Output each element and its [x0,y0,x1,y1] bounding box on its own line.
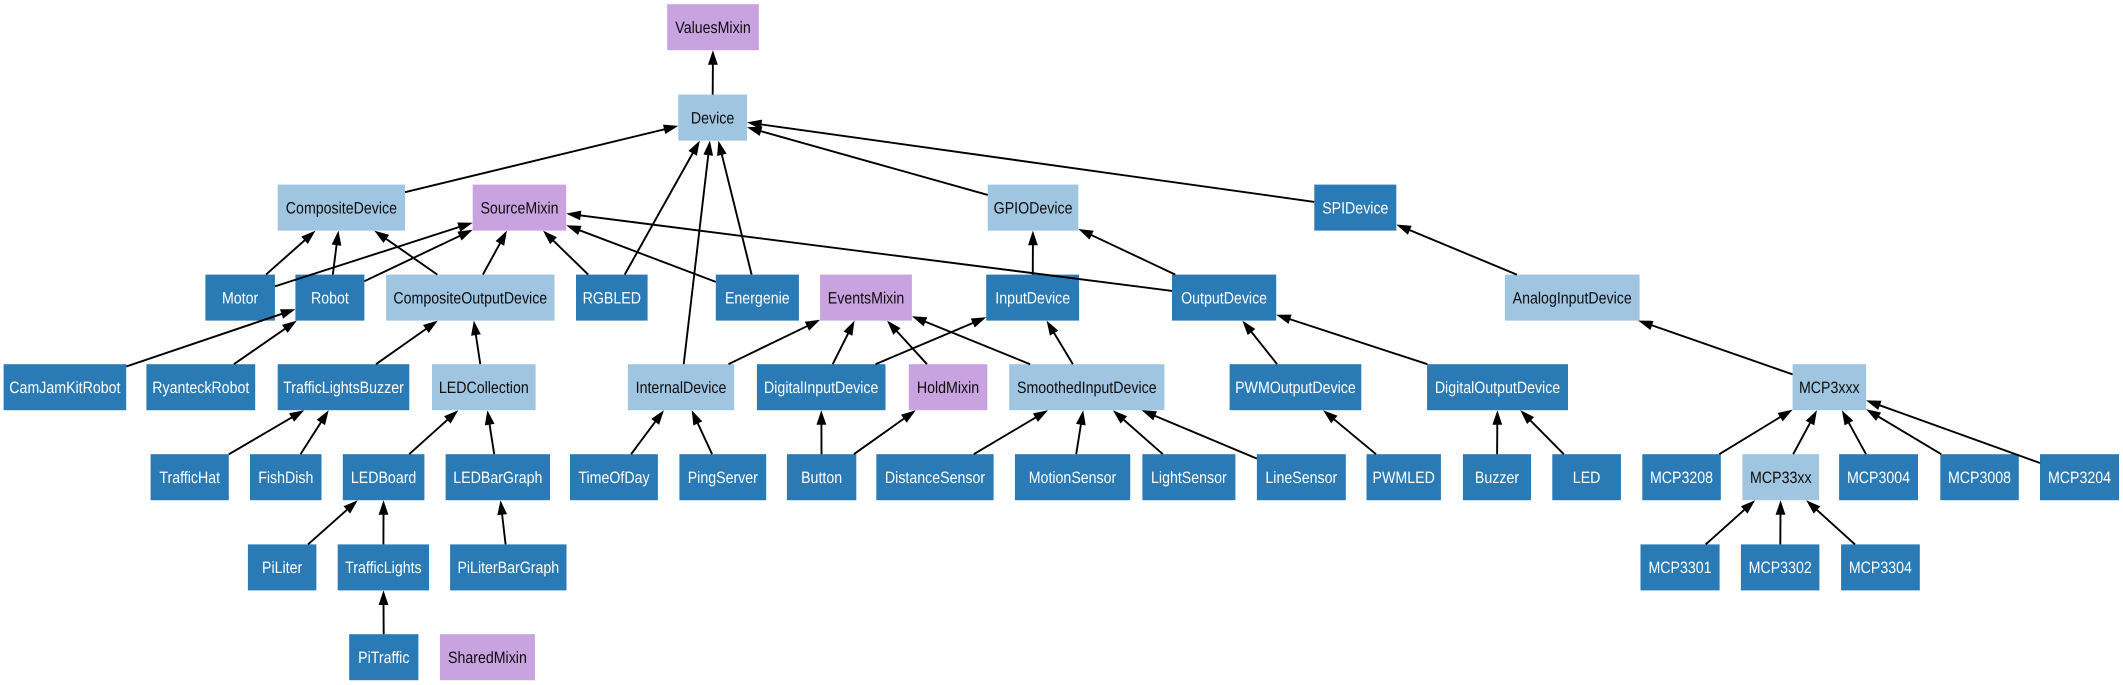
svg-text:PiLiterBarGraph: PiLiterBarGraph [457,559,559,578]
svg-text:SPIDevice: SPIDevice [1322,199,1388,218]
svg-text:FishDish: FishDish [258,469,313,488]
svg-text:MCP3204: MCP3204 [2048,469,2111,488]
svg-text:LEDBoard: LEDBoard [351,469,416,488]
svg-text:InternalDevice: InternalDevice [636,379,727,398]
svg-text:CamJamKitRobot: CamJamKitRobot [9,379,120,398]
svg-text:MCP3004: MCP3004 [1847,469,1910,488]
svg-text:HoldMixin: HoldMixin [917,379,979,398]
svg-text:LED: LED [1573,469,1601,488]
svg-text:MCP3301: MCP3301 [1648,559,1711,578]
svg-text:LightSensor: LightSensor [1151,469,1227,488]
svg-text:DistanceSensor: DistanceSensor [885,469,985,488]
svg-text:CompositeOutputDevice: CompositeOutputDevice [393,289,547,308]
svg-text:RyanteckRobot: RyanteckRobot [152,379,249,398]
svg-text:MCP3208: MCP3208 [1650,469,1713,488]
svg-text:Energenie: Energenie [725,289,790,308]
svg-text:DigitalInputDevice: DigitalInputDevice [764,379,878,398]
svg-text:TimeOfDay: TimeOfDay [578,469,650,488]
svg-text:RGBLED: RGBLED [583,289,641,308]
svg-text:PiTraffic: PiTraffic [358,649,409,668]
svg-text:MCP3008: MCP3008 [1948,469,2011,488]
svg-text:MCP33xx: MCP33xx [1750,469,1812,488]
svg-text:Device: Device [691,109,734,128]
svg-text:Buzzer: Buzzer [1475,469,1519,488]
svg-text:OutputDevice: OutputDevice [1181,289,1267,308]
svg-text:SourceMixin: SourceMixin [480,199,558,218]
svg-text:InputDevice: InputDevice [995,289,1070,308]
svg-text:AnalogInputDevice: AnalogInputDevice [1513,289,1632,308]
svg-text:EventsMixin: EventsMixin [828,289,904,308]
svg-text:DigitalOutputDevice: DigitalOutputDevice [1435,379,1560,398]
svg-text:PWMOutputDevice: PWMOutputDevice [1235,379,1356,398]
svg-text:SharedMixin: SharedMixin [448,649,527,668]
svg-text:MCP3304: MCP3304 [1849,559,1912,578]
svg-text:CompositeDevice: CompositeDevice [286,199,397,218]
svg-text:ValuesMixin: ValuesMixin [675,19,750,38]
svg-text:PWMLED: PWMLED [1373,469,1435,488]
svg-text:MCP3302: MCP3302 [1749,559,1812,578]
svg-text:MCP3xxx: MCP3xxx [1799,379,1860,398]
svg-text:MotionSensor: MotionSensor [1029,469,1117,488]
svg-text:GPIODevice: GPIODevice [994,199,1073,218]
svg-text:TrafficLights: TrafficLights [345,559,422,578]
svg-text:Motor: Motor [222,289,259,308]
svg-text:LEDBarGraph: LEDBarGraph [453,469,542,488]
svg-text:LineSensor: LineSensor [1265,469,1337,488]
svg-text:TrafficLightsBuzzer: TrafficLightsBuzzer [283,379,404,398]
svg-text:LEDCollection: LEDCollection [439,379,529,398]
svg-text:PiLiter: PiLiter [262,559,302,578]
svg-text:PingServer: PingServer [688,469,758,488]
svg-text:Button: Button [801,469,842,488]
svg-text:Robot: Robot [311,289,349,308]
svg-text:TrafficHat: TrafficHat [159,469,220,488]
svg-text:SmoothedInputDevice: SmoothedInputDevice [1017,379,1157,398]
